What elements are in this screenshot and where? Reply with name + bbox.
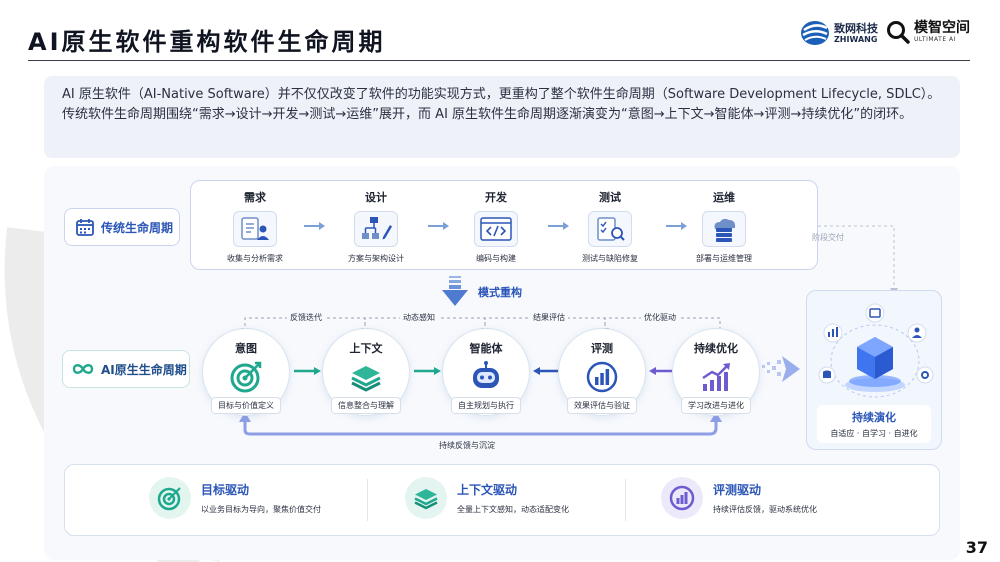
stage-sub: 编码与构建 xyxy=(476,254,516,263)
evolution-sub: 自适应 · 自学习 · 自进化 xyxy=(830,429,918,438)
magnifier-logo-icon xyxy=(887,21,910,44)
infinity-icon xyxy=(72,364,94,374)
stage-title: 开发 xyxy=(485,191,507,204)
ai-node-title: 意图 xyxy=(235,342,257,355)
ultimate-logo: 模智空间 ULTIMATE AI xyxy=(886,20,970,44)
arrow-right-icon xyxy=(666,222,687,230)
ai-node-sub-text: 学习改进与进化 xyxy=(681,397,751,414)
zhiwang-logo: 致网科技 ZHIWANG xyxy=(800,20,878,46)
stage-requirements: 需求 收集与分析需求 xyxy=(205,189,305,264)
stage-sub: 方案与架构设计 xyxy=(348,254,404,263)
arrow-right-icon xyxy=(414,367,441,375)
ai-lifecycle-label: AI原生生命周期 xyxy=(62,350,190,388)
driver-evaluation: 评测驱动 持续评估反馈，驱动系统优化 xyxy=(661,477,817,519)
zhiwang-logo-icon xyxy=(801,21,829,45)
ai-node-sub-text: 目标与价值定义 xyxy=(211,397,281,414)
ai-node-title: 智能体 xyxy=(469,342,503,355)
ai-lifecycle-text: AI原生生命周期 xyxy=(101,362,187,377)
loop-label-perception: 动态感知 xyxy=(400,312,438,323)
remodel-label: 模式重构 xyxy=(478,286,522,299)
evolution-card: 持续演化 自适应 · 自学习 · 自进化 xyxy=(817,405,931,443)
ai-node-sub-text: 效果评估与验证 xyxy=(567,397,637,414)
ai-node-sub: 信息整合与理解 xyxy=(318,397,414,414)
stage-sub: 测试与缺陷修复 xyxy=(582,254,638,263)
bottom-loop-label: 持续反馈与沉淀 xyxy=(436,440,498,451)
stage-development: 开发 编码与构建 xyxy=(446,189,546,264)
traditional-lifecycle-text: 传统生命周期 xyxy=(101,220,174,235)
pixel-arrow-icon xyxy=(762,356,800,382)
drivers-panel: 目标驱动 以业务目标为导向，聚焦价值交付 上下文驱动 全量上下文感知，动态适配变… xyxy=(64,464,940,536)
stage-title: 设计 xyxy=(365,191,387,204)
intro-text: AI 原生软件（AI-Native Software）并不仅仅改变了软件的功能实… xyxy=(44,76,960,158)
driver-context: 上下文驱动 全量上下文感知，动态适配变化 xyxy=(405,477,569,519)
zhiwang-logo-en: ZHIWANG xyxy=(834,34,878,44)
zhiwang-logo-cn: 致网科技 xyxy=(834,21,878,35)
title-divider xyxy=(28,60,970,61)
bar-gauge-icon xyxy=(586,361,618,393)
down-arrow-icon xyxy=(442,276,468,306)
loop-label-evaluation: 结果评估 xyxy=(530,312,568,323)
drivers-divider xyxy=(625,479,626,521)
arrow-left-icon xyxy=(533,367,560,375)
ai-node-sub: 效果评估与验证 xyxy=(554,397,650,414)
driver-title: 目标驱动 xyxy=(201,483,250,497)
layers-icon xyxy=(351,366,381,392)
stage-title: 测试 xyxy=(599,191,621,204)
ai-node-sub: 目标与价值定义 xyxy=(198,397,294,414)
robot-icon xyxy=(473,361,499,388)
page-number: 37 xyxy=(965,538,988,557)
checklist-search-icon xyxy=(588,211,632,247)
stage-sub: 部署与运维管理 xyxy=(696,254,752,263)
ultimate-logo-cn: 模智空间 xyxy=(914,20,970,36)
stage-testing: 测试 测试与缺陷修复 xyxy=(560,189,660,264)
calendar-icon xyxy=(76,219,94,236)
stage-title: 运维 xyxy=(713,191,735,204)
evolution-box: 持续演化 自适应 · 自学习 · 自进化 xyxy=(806,290,942,450)
evolution-title: 持续演化 xyxy=(852,411,896,424)
driver-sub: 持续评估反馈，驱动系统优化 xyxy=(713,505,817,514)
cloud-server-icon xyxy=(702,211,746,247)
ai-node-sub: 自主规划与执行 xyxy=(438,397,534,414)
driver-sub: 以业务目标为导向，聚焦价值交付 xyxy=(201,505,321,514)
page-title: AI原生软件重构软件生命周期 xyxy=(28,28,386,56)
gauge-icon xyxy=(661,477,703,519)
delivery-label: 阶段交付 xyxy=(812,233,844,242)
loop-label-feedback: 反馈迭代 xyxy=(287,312,325,323)
ultimate-logo-en: ULTIMATE AI xyxy=(914,36,956,43)
stage-sub: 收集与分析需求 xyxy=(227,254,283,263)
driver-sub: 全量上下文感知，动态适配变化 xyxy=(457,505,569,514)
flowchart-pen-icon xyxy=(354,211,398,247)
driver-title: 上下文驱动 xyxy=(457,483,518,497)
target-icon xyxy=(149,477,191,519)
arrow-right-icon xyxy=(428,222,449,230)
stage-title: 需求 xyxy=(244,191,266,204)
ai-node-sub-text: 信息整合与理解 xyxy=(331,397,401,414)
drivers-divider xyxy=(367,479,368,521)
ai-node-sub-text: 自主规划与执行 xyxy=(451,397,521,414)
document-user-icon xyxy=(233,211,277,247)
ai-node-title: 评测 xyxy=(591,342,613,355)
driver-title: 评测驱动 xyxy=(713,483,762,497)
arrow-right-icon xyxy=(548,222,569,230)
evolution-illustration xyxy=(818,303,934,398)
loop-label-optimization: 优化驱动 xyxy=(641,312,679,323)
layers-icon xyxy=(405,477,447,519)
traditional-lifecycle-label: 传统生命周期 xyxy=(64,208,180,246)
ai-node-sub: 学习改进与进化 xyxy=(668,397,764,414)
trend-up-icon xyxy=(702,363,730,391)
driver-goal: 目标驱动 以业务目标为导向，聚焦价值交付 xyxy=(149,477,321,519)
arrow-right-icon xyxy=(294,367,321,375)
target-icon xyxy=(230,361,262,393)
code-window-icon xyxy=(474,211,518,247)
ai-node-title: 持续优化 xyxy=(694,342,738,355)
remodel-indicator: 模式重构 xyxy=(440,276,800,310)
ai-node-title: 上下文 xyxy=(349,342,383,355)
stage-design: 设计 方案与架构设计 xyxy=(326,189,426,264)
arrow-right-icon xyxy=(304,222,325,230)
stage-operations: 运维 部署与运维管理 xyxy=(674,189,774,264)
